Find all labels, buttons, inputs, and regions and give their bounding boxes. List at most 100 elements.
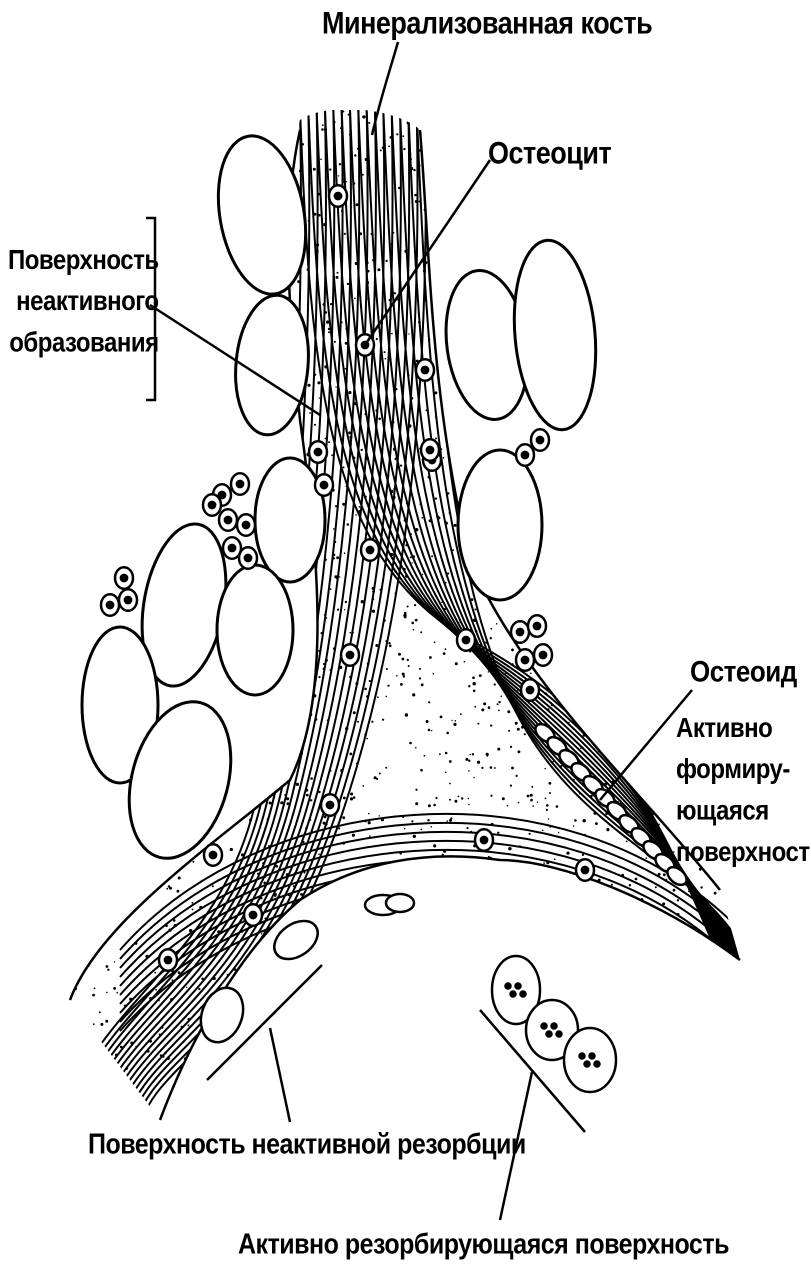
stipple-dot [621, 401, 624, 404]
stipple-dot [349, 917, 351, 919]
stipple-dot [464, 179, 467, 182]
stipple-dot [632, 131, 634, 133]
stipple-dot [628, 1094, 630, 1096]
stipple-dot [346, 99, 349, 102]
osteoclast-nucleus [557, 1032, 562, 1037]
stipple-dot [596, 257, 598, 259]
stipple-dot [690, 1036, 693, 1039]
stipple-dot [515, 204, 517, 206]
stipple-dot [656, 1085, 658, 1087]
stipple-dot [662, 377, 665, 380]
stipple-dot [408, 665, 410, 667]
stipple-dot [202, 520, 205, 523]
stipple-dot [172, 274, 175, 277]
stipple-dot [595, 971, 597, 973]
stipple-dot [518, 802, 520, 804]
stipple-dot [439, 1000, 442, 1003]
stipple-dot [59, 119, 61, 121]
stipple-dot [449, 799, 451, 801]
stipple-dot [729, 881, 731, 883]
osteoclast-nucleus [506, 984, 511, 989]
stipple-dot [357, 1077, 359, 1079]
stipple-dot [177, 890, 180, 893]
stipple-dot [359, 1113, 361, 1115]
stipple-dot [639, 381, 641, 383]
stipple-dot [550, 596, 552, 598]
stipple-dot [694, 201, 695, 202]
stipple-dot [351, 1044, 354, 1047]
stipple-dot [359, 506, 361, 508]
stipple-dot [466, 827, 468, 829]
stipple-dot [656, 1012, 659, 1015]
stipple-dot [59, 972, 61, 974]
stipple-dot [428, 729, 431, 732]
stipple-dot [382, 931, 385, 934]
stipple-dot [543, 989, 545, 991]
stipple-dot [497, 703, 499, 705]
stipple-dot [227, 451, 229, 453]
stipple-dot [501, 228, 503, 230]
stipple-dot [710, 573, 713, 576]
stipple-dot [493, 936, 495, 938]
stipple-dot [61, 385, 63, 387]
stipple-dot [456, 214, 458, 216]
stipple-dot [168, 102, 171, 105]
stipple-dot [477, 761, 480, 764]
stipple-dot [455, 1043, 456, 1044]
stipple-dot [703, 954, 706, 957]
stipple-dot [362, 785, 364, 787]
stipple-dot [339, 103, 341, 105]
stipple-dot [274, 1069, 276, 1071]
stipple-dot [445, 357, 447, 359]
osteoclast-nucleus [552, 1024, 557, 1029]
stipple-dot [230, 785, 232, 787]
stipple-dot [705, 350, 707, 352]
stipple-dot [668, 126, 671, 129]
stipple-dot [220, 817, 223, 820]
stipple-dot [419, 668, 421, 670]
stipple-dot [604, 973, 606, 975]
label-active-resorbing-surface: Активно резорбирующаяся поверхность [238, 1228, 729, 1261]
stipple-dot [193, 107, 195, 109]
stipple-dot [662, 762, 664, 764]
stipple-dot [379, 773, 381, 775]
stipple-dot [683, 153, 686, 156]
stipple-dot [532, 120, 534, 122]
stipple-dot [626, 968, 629, 971]
stipple-dot [110, 473, 113, 476]
stipple-dot [320, 159, 322, 161]
stipple-dot [494, 683, 496, 685]
stipple-dot [544, 674, 547, 677]
stipple-dot [353, 711, 356, 714]
stipple-dot [647, 519, 649, 521]
stipple-dot [616, 717, 619, 720]
stipple-dot [677, 899, 679, 901]
stipple-dot [719, 351, 721, 353]
stipple-dot [415, 789, 417, 791]
stipple-dot [745, 176, 747, 178]
stipple-dot [294, 739, 296, 741]
stipple-dot [328, 946, 331, 949]
stipple-dot [664, 987, 666, 989]
stipple-dot [734, 969, 736, 971]
stipple-dot [368, 122, 370, 124]
stipple-dot [553, 133, 555, 135]
stipple-dot [166, 256, 168, 258]
stipple-dot [391, 1066, 393, 1068]
stipple-dot [134, 187, 135, 188]
stipple-dot [230, 982, 233, 985]
stipple-dot [653, 1083, 655, 1085]
stipple-dot [574, 819, 577, 822]
stipple-dot [514, 1027, 517, 1030]
stipple-dot [594, 936, 596, 938]
stipple-dot [567, 955, 569, 957]
stipple-dot [126, 886, 129, 889]
stipple-dot [739, 264, 742, 267]
stipple-dot [216, 176, 218, 178]
stipple-dot [674, 1127, 677, 1130]
stipple-dot [102, 918, 104, 920]
stipple-dot [85, 515, 88, 518]
stipple-dot [600, 647, 602, 649]
osteocyte-nucleus [250, 912, 256, 918]
stipple-dot [197, 293, 198, 294]
